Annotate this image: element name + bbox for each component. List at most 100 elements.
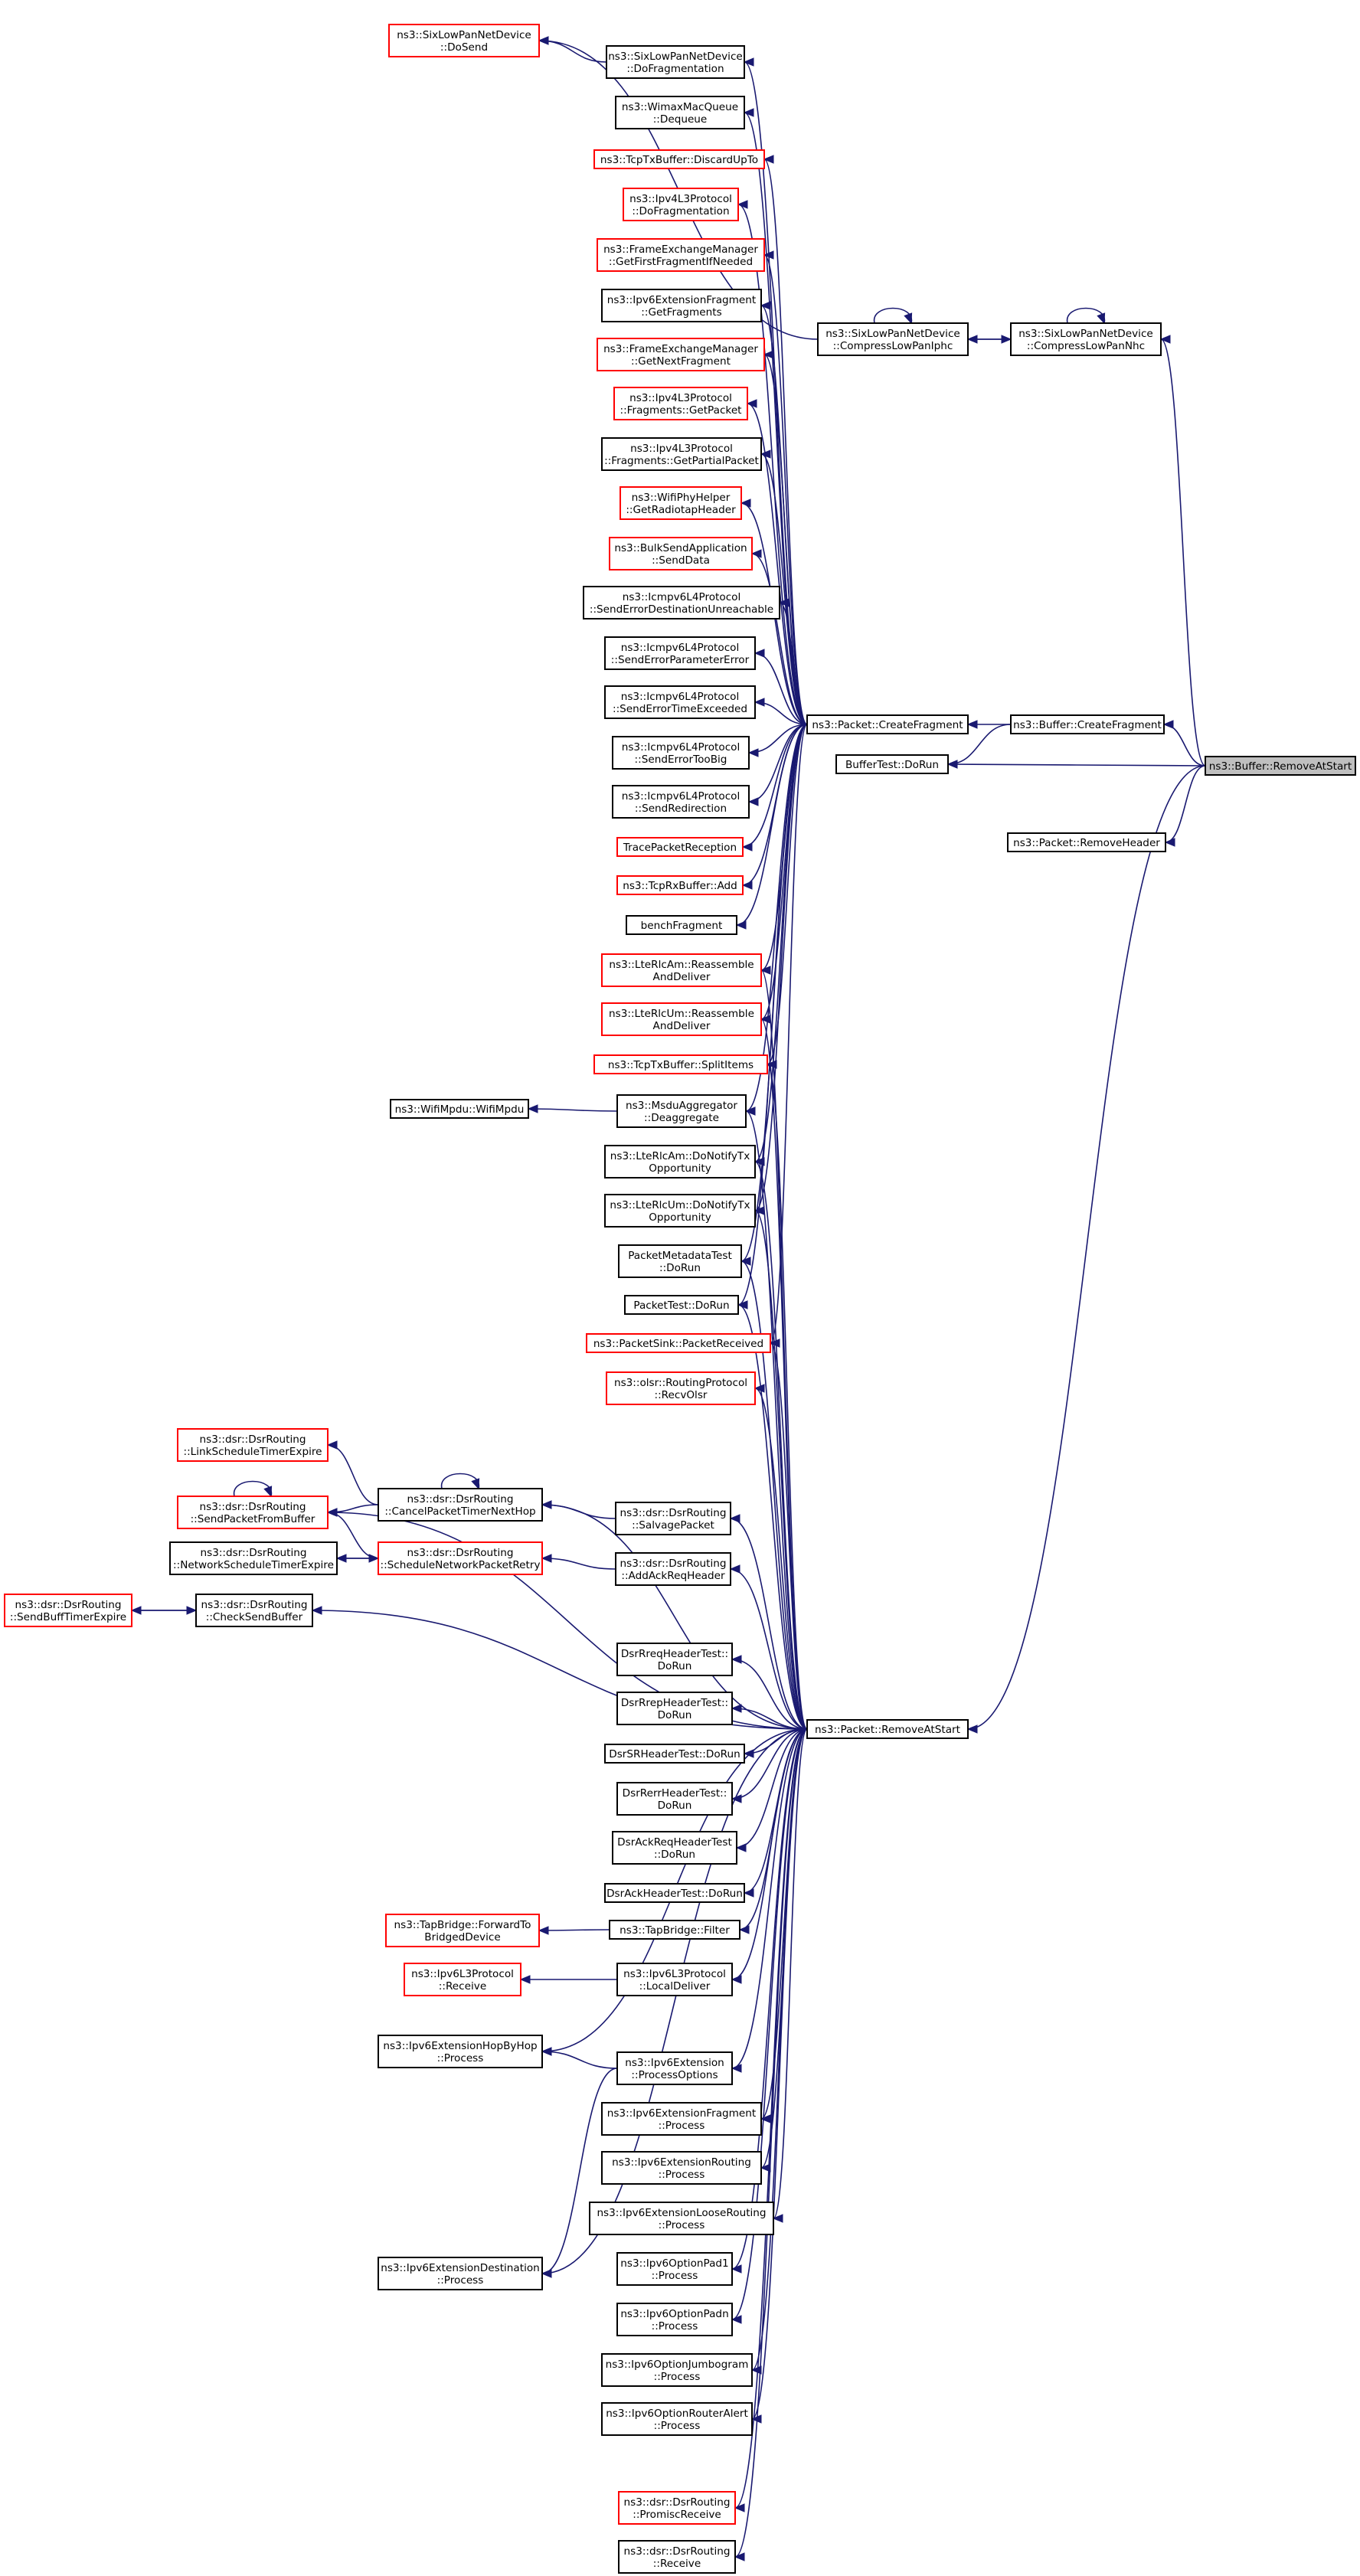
node-icmp_dest[interactable]: ns3::Icmpv6L4Protocol::SendErrorDestinat…	[583, 586, 780, 619]
node-ipv6ext_opts[interactable]: ns3::Ipv6Extension::ProcessOptions	[616, 2051, 733, 2085]
node-buffertest[interactable]: BufferTest::DoRun	[835, 754, 949, 774]
node-box-dsr_buffexp	[4, 1594, 132, 1627]
node-fem_first[interactable]: ns3::FrameExchangeManager::GetFirstFragm…	[597, 238, 765, 272]
node-pktmeta[interactable]: PacketMetadataTest::DoRun	[618, 1244, 742, 1278]
node-tcprx_add[interactable]: ns3::TcpRxBuffer::Add	[616, 875, 744, 895]
node-dsr_netsched[interactable]: ns3::dsr::DsrRouting::NetworkScheduleTim…	[169, 1541, 338, 1575]
node-dsr_addack[interactable]: ns3::dsr::DsrRouting::AddAckReqHeader	[615, 1552, 731, 1586]
node-pkt_removeatstart[interactable]: ns3::Packet::RemoveAtStart	[806, 1719, 969, 1739]
node-dsr_salvage[interactable]: ns3::dsr::DsrRouting::SalvagePacket	[615, 1502, 731, 1535]
node-label-ipv6ext_opts-0: ns3::Ipv6Extension	[625, 2057, 724, 2069]
node-icmp_toobig[interactable]: ns3::Icmpv6L4Protocol::SendErrorTooBig	[612, 736, 750, 770]
node-dsr_sendbuf[interactable]: ns3::dsr::DsrRouting::SendPacketFromBuff…	[177, 1496, 329, 1529]
node-dsrrerr[interactable]: DsrRerrHeaderTest::DoRun	[616, 1782, 733, 1816]
arrow-pkt_removeatstart-to-padn	[731, 2315, 742, 2324]
node-pkt_createfrag[interactable]: ns3::Packet::CreateFragment	[806, 714, 969, 734]
node-box-ipv6ef_get	[601, 289, 762, 322]
node-dsr_promisc[interactable]: ns3::dsr::DsrRouting::PromiscReceive	[618, 2491, 736, 2525]
node-olsr[interactable]: ns3::olsr::RoutingProtocol::RecvOlsr	[606, 1371, 756, 1405]
node-lp_compiphc[interactable]: ns3::SixLowPanNetDevice::CompressLowPanI…	[817, 322, 969, 356]
node-label-wimax-1: ::Dequeue	[653, 113, 708, 126]
node-ipv6loose[interactable]: ns3::Ipv6ExtensionLooseRouting::Process	[589, 2202, 774, 2235]
node-dsrrrep[interactable]: DsrRrepHeaderTest::DoRun	[616, 1692, 733, 1725]
node-dsrack[interactable]: DsrAckHeaderTest::DoRun	[604, 1883, 745, 1903]
node-dsrsr[interactable]: DsrSRHeaderTest::DoRun	[604, 1744, 745, 1764]
node-dsrrreq[interactable]: DsrRreqHeaderTest::DoRun	[616, 1643, 733, 1676]
node-wifimpdu[interactable]: ns3::WifiMpdu::WifiMpdu	[390, 1099, 529, 1119]
node-label-icmp_dest-1: ::SendErrorDestinationUnreachable	[590, 603, 773, 616]
node-pkt_removeheader[interactable]: ns3::Packet::RemoveHeader	[1007, 832, 1166, 852]
node-ipv6ef_get[interactable]: ns3::Ipv6ExtensionFragment::GetFragments	[601, 289, 762, 322]
node-ipv6rout[interactable]: ns3::Ipv6ExtensionRouting::Process	[601, 2151, 762, 2185]
node-trace_rx[interactable]: TracePacketReception	[616, 837, 744, 857]
node-label-pkt_removeatstart-0: ns3::Packet::RemoveAtStart	[815, 1724, 960, 1736]
node-pad1[interactable]: ns3::Ipv6OptionPad1::Process	[616, 2252, 733, 2286]
node-buf_createfrag[interactable]: ns3::Buffer::CreateFragment	[1010, 714, 1165, 734]
edges-layer	[130, 36, 1206, 2561]
node-icmp_time[interactable]: ns3::Icmpv6L4Protocol::SendErrorTimeExce…	[604, 685, 756, 719]
node-padn[interactable]: ns3::Ipv6OptionPadn::Process	[616, 2303, 733, 2336]
node-ipv4_getpartial[interactable]: ns3::Ipv4L3Protocol::Fragments::GetParti…	[601, 437, 762, 471]
arrow-buf_createfrag-to-pkt_createfrag	[966, 720, 978, 729]
node-label-dsrrreq-1: DoRun	[658, 1660, 692, 1672]
arrow-pkt_createfrag-to-wimax	[743, 108, 754, 117]
node-label-tcptx_discard-0: ns3::TcpTxBuffer::DiscardUpTo	[600, 154, 758, 166]
node-ipv6frag_proc[interactable]: ns3::Ipv6ExtensionFragment::Process	[601, 2102, 762, 2136]
node-dsr_schedretry[interactable]: ns3::dsr::DsrRouting::ScheduleNetworkPac…	[378, 1541, 543, 1575]
node-pkttest[interactable]: PacketTest::DoRun	[624, 1295, 739, 1315]
node-dsr_checkbuf[interactable]: ns3::dsr::DsrRouting::CheckSendBuffer	[195, 1594, 313, 1627]
node-ipv6l3_local[interactable]: ns3::Ipv6L3Protocol::LocalDeliver	[616, 1963, 733, 1996]
node-ipv6hbh[interactable]: ns3::Ipv6ExtensionHopByHop::Process	[378, 2035, 543, 2068]
node-tap_filter[interactable]: ns3::TapBridge::Filter	[609, 1920, 740, 1940]
node-bench[interactable]: benchFragment	[626, 915, 737, 935]
node-label-pad1-1: ::Process	[652, 2270, 698, 2282]
node-icmp_redir[interactable]: ns3::Icmpv6L4Protocol::SendRedirection	[612, 785, 750, 819]
node-dsr_buffexp[interactable]: ns3::dsr::DsrRouting::SendBuffTimerExpir…	[4, 1594, 132, 1627]
node-label-dsrrrep-1: DoRun	[658, 1709, 692, 1721]
arrow-pkt_removeatstart-to-msdu_deagg	[744, 1107, 756, 1116]
node-dsr_cancel[interactable]: ns3::dsr::DsrRouting::CancelPacketTimerN…	[378, 1488, 543, 1522]
node-label-ipv6frag_proc-1: ::Process	[659, 2120, 705, 2132]
node-ralert[interactable]: ns3::Ipv6OptionRouterAlert::Process	[601, 2402, 753, 2436]
node-msdu_deagg[interactable]: ns3::MsduAggregator::Deaggregate	[616, 1094, 747, 1128]
edge-pkt_createfrag-to-msdu_deagg	[745, 724, 808, 1112]
node-label-ralert-0: ns3::Ipv6OptionRouterAlert	[606, 2408, 748, 2420]
node-wifiphy_radiotap[interactable]: ns3::WifiPhyHelper::GetRadiotapHeader	[620, 486, 742, 520]
node-lp_compnhc[interactable]: ns3::SixLowPanNetDevice::CompressLowPanN…	[1010, 322, 1162, 356]
node-dsr_link[interactable]: ns3::dsr::DsrRouting::LinkScheduleTimerE…	[177, 1428, 329, 1462]
node-buf_removeatstart[interactable]: ns3::Buffer::RemoveAtStart	[1205, 756, 1356, 776]
node-box-lp_compiphc	[817, 322, 969, 356]
node-lp_send[interactable]: ns3::SixLowPanNetDevice::DoSend	[388, 24, 540, 57]
node-dsr_recv[interactable]: ns3::dsr::DsrRouting::Receive	[618, 2540, 736, 2574]
arrow-pkt_removeatstart-to-dsr_addack	[729, 1564, 740, 1574]
nodes-layer: ns3::SixLowPanNetDevice::DoSendns3::SixL…	[4, 24, 1356, 2574]
node-ipv4_dofrag[interactable]: ns3::Ipv4L3Protocol::DoFragmentation	[623, 188, 739, 221]
edge-pkt_removeatstart-to-dsrrerr	[731, 1728, 808, 1800]
node-fem_next[interactable]: ns3::FrameExchangeManager::GetNextFragme…	[597, 338, 765, 371]
edge-pkt_removeatstart-to-jumbo	[751, 1728, 808, 2371]
node-dsrackreq[interactable]: DsrAckReqHeaderTest::DoRun	[612, 1831, 737, 1865]
node-icmp_param[interactable]: ns3::Icmpv6L4Protocol::SendErrorParamete…	[604, 636, 756, 670]
node-lp_frag[interactable]: ns3::SixLowPanNetDevice::DoFragmentation	[606, 45, 745, 79]
node-label-msdu_deagg-0: ns3::MsduAggregator	[626, 1100, 737, 1112]
node-ipv4_getpacket[interactable]: ns3::Ipv4L3Protocol::Fragments::GetPacke…	[613, 387, 748, 420]
node-ipv6l3_recv[interactable]: ns3::Ipv6L3Protocol::Receive	[404, 1963, 521, 1996]
node-wimax[interactable]: ns3::WimaxMacQueue::Dequeue	[615, 96, 745, 129]
node-label-lp_compnhc-1: ::CompressLowPanNhc	[1027, 340, 1145, 352]
node-ipv6dest[interactable]: ns3::Ipv6ExtensionDestination::Process	[378, 2257, 543, 2290]
node-tcptx_discard[interactable]: ns3::TcpTxBuffer::DiscardUpTo	[593, 149, 765, 169]
arrow-pkt_createfrag-to-tcptx_discard	[763, 155, 774, 164]
node-label-dsr_promisc-0: ns3::dsr::DsrRouting	[624, 2496, 731, 2509]
node-bulksend[interactable]: ns3::BulkSendApplication::SendData	[609, 537, 753, 570]
arrow-pkt_createfrag-to-ipv4_getpartial	[760, 449, 771, 459]
node-pktsink[interactable]: ns3::PacketSink::PacketReceived	[586, 1333, 771, 1353]
node-jumbo[interactable]: ns3::Ipv6OptionJumbogram::Process	[601, 2353, 753, 2387]
node-label-rlcam_reasm-0: ns3::LteRlcAm::Reassemble	[609, 959, 754, 971]
node-tcptx_split[interactable]: ns3::TcpTxBuffer::SplitItems	[593, 1054, 768, 1074]
node-label-lp_send-1: ::DoSend	[440, 41, 488, 54]
